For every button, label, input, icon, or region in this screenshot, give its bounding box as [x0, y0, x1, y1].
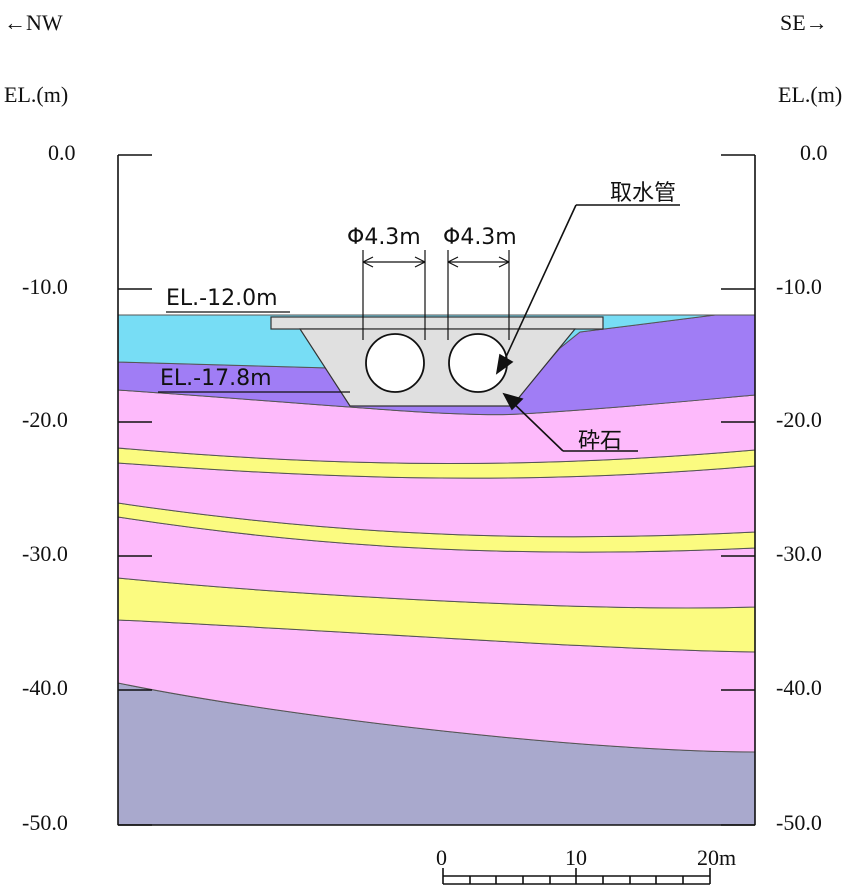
pipe-diameter-label-2: Φ4.3m: [443, 225, 517, 250]
right-tick-label: -30.0: [776, 541, 822, 566]
left-tick-label: -40.0: [22, 675, 68, 700]
left-tick-label: -30.0: [22, 541, 68, 566]
left-tick-label: -20.0: [22, 407, 68, 432]
left-axis-unit: EL.(m): [4, 82, 69, 107]
pipe-label-leader: [495, 204, 680, 375]
right-tick-label: 0.0: [800, 140, 828, 165]
pipe-diameter-label-1: Φ4.3m: [347, 225, 421, 250]
intake-top-slab: [270, 316, 604, 330]
base-level-label: EL.-17.8m: [160, 366, 272, 391]
left-direction-label: ←NW: [4, 10, 63, 35]
gravel-label-leader: [502, 392, 638, 452]
intake-pipe-left: [365, 333, 425, 393]
scale-label: 20m: [697, 845, 737, 870]
right-tick-label: -50.0: [776, 810, 822, 835]
scale-bar: [442, 868, 711, 885]
scale-label: 0: [436, 845, 447, 870]
right-tick-label: -10.0: [776, 274, 822, 299]
left-tick-label: 0.0: [48, 140, 76, 165]
dimension-lines: [362, 250, 510, 340]
gravel-label: 砕石: [578, 429, 623, 454]
left-ticks: [118, 154, 152, 826]
scale-label: 10: [565, 845, 587, 870]
right-axis-unit: EL.(m): [778, 82, 843, 107]
right-ticks: [721, 154, 755, 826]
right-direction-label: SE→: [780, 10, 828, 35]
right-tick-label: -40.0: [776, 675, 822, 700]
surface-level-label: EL.-12.0m: [166, 286, 278, 311]
left-tick-label: -50.0: [22, 810, 68, 835]
left-tick-label: -10.0: [22, 274, 68, 299]
pipe-label: 取水管: [610, 181, 677, 206]
right-tick-label: -20.0: [776, 407, 822, 432]
